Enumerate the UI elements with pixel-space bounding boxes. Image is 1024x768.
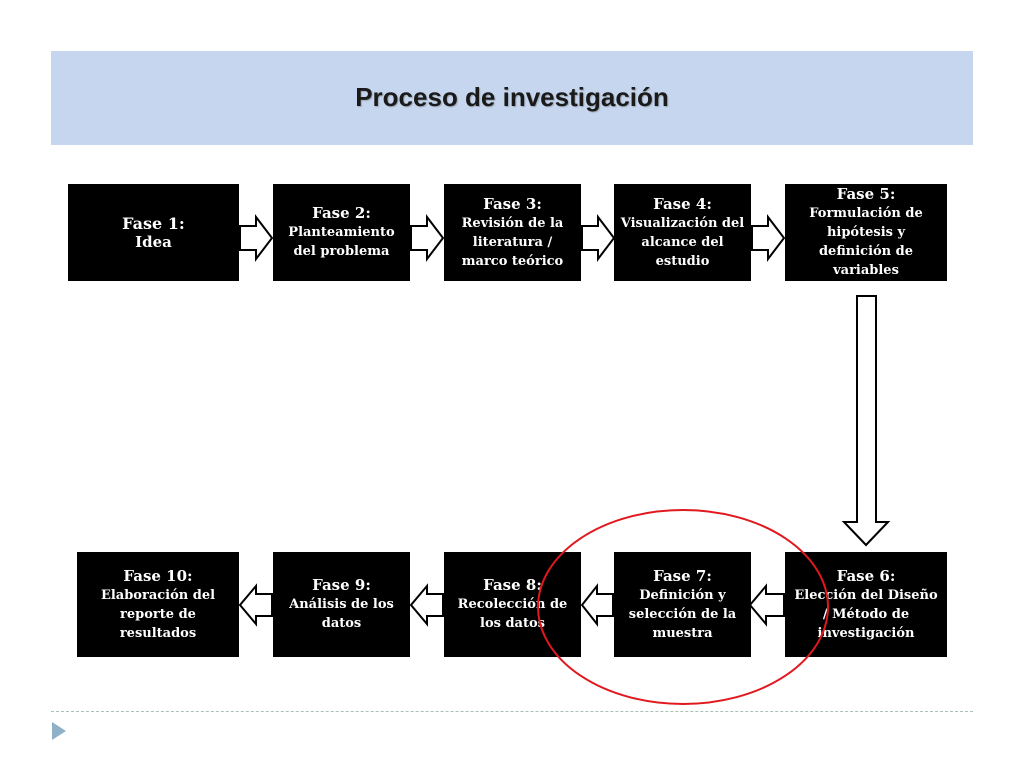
phase-5-box: Fase 5: Formulación de hipótesis y defin… (785, 184, 947, 281)
phase-9-box: Fase 9: Análisis de los datos (273, 552, 410, 657)
page-title: Proceso de investigación (355, 82, 669, 112)
phase-4-description: Visualización del alcance del estudio (620, 215, 745, 269)
arrow-left-4 (238, 583, 273, 627)
phase-6-label: Fase 6: (836, 566, 896, 585)
arrow-right-2 (410, 214, 445, 262)
arrow-left-1 (748, 583, 785, 627)
phase-4-box: Fase 4: Visualización del alcance del es… (614, 184, 751, 281)
phase-9-description: Análisis de los datos (289, 597, 394, 631)
phase-1-box: Fase 1: Idea (68, 184, 239, 281)
arrow-left-2 (580, 583, 614, 627)
triangle-bullet-icon (52, 722, 66, 740)
phase-10-description: Elaboración del reporte de resultados (100, 587, 216, 641)
phase-4-label: Fase 4: (653, 194, 712, 213)
phase-3-label: Fase 3: (483, 194, 542, 213)
phase-3-description: Revisión de la literatura / marco teóric… (461, 215, 564, 269)
phase-10-box: Fase 10: Elaboración del reporte de resu… (77, 552, 239, 657)
phase-2-description: Planteamiento del problema (288, 225, 395, 259)
phase-7-box: Fase 7: Definición y selección de la mue… (614, 552, 751, 657)
arrow-down (841, 295, 891, 547)
arrow-left-3 (409, 583, 444, 627)
phase-8-label: Fase 8: (483, 576, 542, 594)
phase-5-description: Formulación de hipótesis y definición de… (809, 206, 923, 278)
phase-2-box: Fase 2: Planteamiento del problema (273, 184, 410, 281)
arrow-right-3 (581, 214, 616, 262)
phase-7-label: Fase 7: (653, 566, 712, 585)
phase-5-label: Fase 5: (836, 185, 896, 203)
phase-1-description: Idea (135, 232, 172, 251)
phase-7-description: Definición y selección de la muestra (628, 587, 737, 641)
title-banner (51, 51, 973, 145)
phase-8-description: Recolección de los datos (457, 597, 568, 631)
phase-2-label: Fase 2: (312, 204, 371, 222)
phase-3-box: Fase 3: Revisión de la literatura / marc… (444, 184, 581, 281)
highlight-circle (537, 509, 829, 705)
phase-9-label: Fase 9: (312, 576, 371, 594)
phase-6-box: Fase 6: Elección del Diseño / Método de … (785, 552, 947, 657)
arrow-right-1 (239, 214, 274, 262)
phase-1-label: Fase 1: (122, 213, 185, 233)
phase-10-label: Fase 10: (123, 566, 193, 585)
phase-6-description: Elección del Diseño / Método de investig… (794, 587, 938, 641)
phase-8-box: Fase 8: Recolección de los datos (444, 552, 581, 657)
arrow-right-4 (751, 214, 786, 262)
footer-divider (51, 711, 973, 712)
